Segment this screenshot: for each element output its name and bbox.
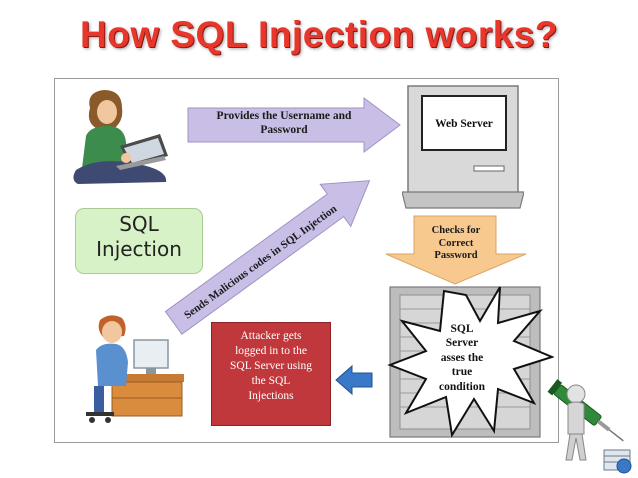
sql-server-label: SQL Server asses the true condition bbox=[438, 323, 485, 393]
result-arrow bbox=[335, 364, 373, 396]
checks-label: Checks for Correct Password bbox=[431, 225, 481, 262]
checks-arrow bbox=[385, 215, 527, 285]
server-rack-icon bbox=[387, 286, 554, 438]
sends-label: Sends Malicious codes in SQL Injection bbox=[182, 203, 339, 322]
credentials-arrow bbox=[187, 97, 401, 153]
computer-monitor-icon bbox=[402, 85, 524, 209]
user-laptop-icon bbox=[73, 90, 168, 184]
attacker-desk-icon bbox=[86, 315, 184, 423]
provides-label: Provides the Username and Password bbox=[216, 110, 352, 136]
sql-injection-box: SQL Injection bbox=[75, 208, 203, 274]
injection-mascot-icon bbox=[547, 379, 632, 474]
attacker-result-box: Attacker gets logged in to the SQL Serve… bbox=[211, 322, 331, 426]
page-title: How SQL Injection works? bbox=[80, 14, 558, 55]
web-server-label: Web Server bbox=[435, 118, 493, 130]
malicious-code-arrow: Sends Malicious codes in SQL Injection bbox=[164, 180, 371, 335]
